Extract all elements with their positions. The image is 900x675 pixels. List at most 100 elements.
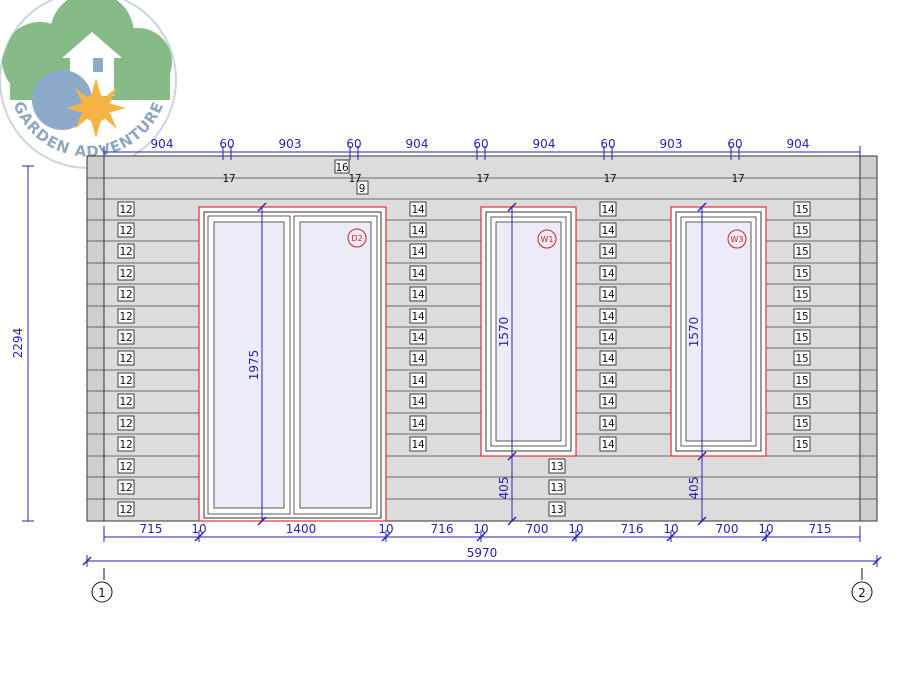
window-w1: W1 xyxy=(480,206,577,457)
board-tag: 12 xyxy=(119,288,132,301)
dim-label: 700 xyxy=(716,522,739,536)
board-tag: 14 xyxy=(411,224,425,237)
tag-box xyxy=(793,436,811,452)
board-tag: 14 xyxy=(601,374,615,387)
tag-17: 17 xyxy=(603,172,616,185)
tag-box xyxy=(793,415,811,431)
tag-box xyxy=(793,393,811,409)
door-mark: D2 xyxy=(351,234,362,243)
board-tag: 14 xyxy=(411,374,425,387)
board-tag: 14 xyxy=(601,331,615,344)
board-tag: 15 xyxy=(795,288,808,301)
window3-mark: W3 xyxy=(731,235,744,244)
dimensions xyxy=(22,146,882,567)
tag-box xyxy=(599,201,617,217)
tag-box xyxy=(117,415,135,431)
board-tag: 14 xyxy=(601,310,615,323)
board-tag: 14 xyxy=(411,203,425,216)
dim-label: 904 xyxy=(787,137,810,151)
tag-box xyxy=(117,243,135,259)
tag-box xyxy=(599,436,617,452)
dim-label: 715 xyxy=(809,522,832,536)
board-tag: 12 xyxy=(119,395,132,408)
board-tag: 15 xyxy=(795,203,808,216)
tag-box xyxy=(409,329,427,345)
tag-box xyxy=(117,372,135,388)
tag-box xyxy=(117,393,135,409)
board-tag: 12 xyxy=(119,331,132,344)
tag-box xyxy=(117,458,135,474)
board-tag: 12 xyxy=(119,245,132,258)
board-tag: 12 xyxy=(119,352,132,365)
board-tag: 15 xyxy=(795,438,808,451)
tag-box xyxy=(793,222,811,238)
garden-adventure-logo: GARDEN ADVENTURE xyxy=(0,0,177,169)
tag-box xyxy=(599,308,617,324)
tag-box xyxy=(793,286,811,302)
dim-label: 1400 xyxy=(286,522,317,536)
tag-box xyxy=(409,350,427,366)
tag-17: 17 xyxy=(476,172,489,185)
board-tag: 12 xyxy=(119,503,132,516)
board-tag: 15 xyxy=(795,417,808,430)
board-tag: 12 xyxy=(119,203,132,216)
board-tag: 14 xyxy=(601,245,615,258)
board-tag: 14 xyxy=(601,417,615,430)
dim-label: 60 xyxy=(346,137,361,151)
tags-17: 17 17 17 17 17 xyxy=(222,172,744,185)
board-tag: 14 xyxy=(411,331,425,344)
tag-box xyxy=(117,479,135,495)
board-tag: 13 xyxy=(550,481,563,494)
board-tag: 14 xyxy=(601,395,615,408)
tag-box xyxy=(409,415,427,431)
axis-1-label: 1 xyxy=(98,586,106,600)
tag-box xyxy=(599,243,617,259)
dim-label: 60 xyxy=(727,137,742,151)
board-tag: 13 xyxy=(550,503,563,516)
dim-label: 10 xyxy=(378,522,393,536)
board-tag: 15 xyxy=(795,395,808,408)
dim-label: 716 xyxy=(621,522,644,536)
dim-label: 10 xyxy=(663,522,678,536)
dim-label: 10 xyxy=(568,522,583,536)
tag-box xyxy=(409,201,427,217)
w1-height-label: 1570 xyxy=(497,317,511,348)
total-width-label: 5970 xyxy=(467,546,498,560)
tag-box xyxy=(409,243,427,259)
board-tag: 15 xyxy=(795,224,808,237)
tag-box xyxy=(117,265,135,281)
board-tag: 13 xyxy=(550,460,563,473)
tag-box xyxy=(409,436,427,452)
w3-sill-label: 405 xyxy=(687,477,701,500)
door-height-label: 1975 xyxy=(247,350,261,381)
board-tag: 12 xyxy=(119,310,132,323)
tag-box xyxy=(793,265,811,281)
tag-box xyxy=(599,286,617,302)
w3-height-label: 1570 xyxy=(687,317,701,348)
dim-label: 60 xyxy=(473,137,488,151)
board-tag: 14 xyxy=(601,267,615,280)
part-tags: 16 9 17 17 17 17 17 12121212121212121212… xyxy=(117,159,811,517)
window-w3: W3 xyxy=(670,206,767,457)
board-tag: 15 xyxy=(795,374,808,387)
tag-box xyxy=(548,479,566,495)
tag-box xyxy=(409,372,427,388)
window1-mark: W1 xyxy=(541,235,554,244)
door-d2: D2 xyxy=(198,206,387,522)
tag-box xyxy=(548,501,566,517)
board-tag: 14 xyxy=(601,203,615,216)
tag-box xyxy=(117,436,135,452)
board-tag: 12 xyxy=(119,438,132,451)
tag-box xyxy=(117,350,135,366)
board-tag: 12 xyxy=(119,460,132,473)
axis-2-label: 2 xyxy=(858,586,866,600)
tag-box xyxy=(409,222,427,238)
board-tag: 14 xyxy=(411,267,425,280)
tag-box xyxy=(117,329,135,345)
tag-box xyxy=(599,372,617,388)
tag-box xyxy=(409,308,427,324)
board-tag: 14 xyxy=(601,352,615,365)
board-tag: 14 xyxy=(601,438,615,451)
board-tag: 14 xyxy=(411,352,425,365)
dim-label: 715 xyxy=(140,522,163,536)
